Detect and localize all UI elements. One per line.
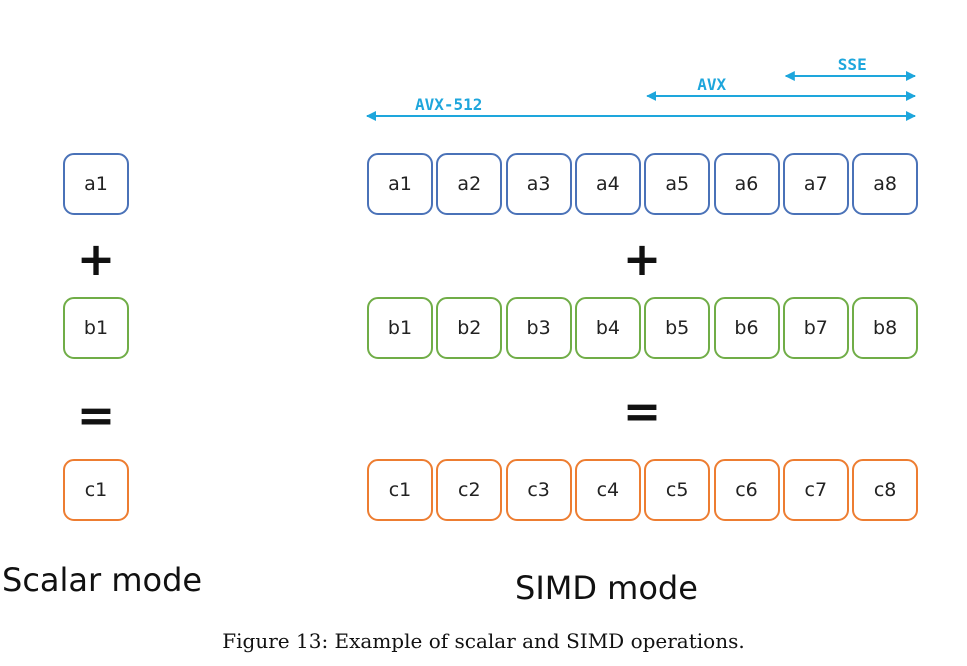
simd-c-box: c4 xyxy=(574,459,641,521)
simd-b-box: b1 xyxy=(367,297,433,359)
simd-mode-label: SIMD mode xyxy=(515,569,698,607)
simd-b-box: b8 xyxy=(852,297,919,359)
simd-a-label: a3 xyxy=(526,173,551,195)
simd-b-box: b6 xyxy=(713,297,780,359)
simd-a-box: a8 xyxy=(852,153,919,215)
scalar-mode-label: Scalar mode xyxy=(2,561,203,599)
figure-caption: Figure 13: Example of scalar and SIMD op… xyxy=(222,629,745,653)
simd-b-label: b1 xyxy=(387,317,413,339)
simd-c-label: c2 xyxy=(458,479,481,501)
simd-c-box: c3 xyxy=(505,459,572,521)
simd-a-label: a1 xyxy=(388,173,412,195)
simd-plus-sign: + xyxy=(622,232,662,286)
scalar-a-box: a1 xyxy=(63,153,129,215)
simd-c-box: c5 xyxy=(644,459,711,521)
isa-label-avx-512: AVX-512 xyxy=(415,95,482,114)
simd-a-box: a1 xyxy=(367,153,433,215)
simd-a-label: a7 xyxy=(803,173,828,195)
scalar-plus-sign: + xyxy=(76,232,116,286)
simd-c-label: c4 xyxy=(596,479,620,501)
simd-c-box: c7 xyxy=(782,459,849,521)
simd-a-box: a7 xyxy=(782,153,849,215)
simd-c-label: c5 xyxy=(665,479,689,501)
simd-b-box: b5 xyxy=(644,297,711,359)
isa-label-sse: SSE xyxy=(838,55,867,74)
simd-a-label: a4 xyxy=(596,173,620,195)
simd-b-label: b3 xyxy=(526,317,551,339)
simd-a-box: a4 xyxy=(574,153,641,215)
simd-b-label: b4 xyxy=(595,317,620,339)
simd-a-label: a5 xyxy=(665,173,690,195)
isa-width-arrows: SSE AVX AVX-512 xyxy=(366,55,916,121)
simd-b-box: b7 xyxy=(782,297,849,359)
simd-a-label: a8 xyxy=(873,173,897,195)
simd-c-label: c8 xyxy=(873,479,897,501)
simd-b-box: b4 xyxy=(574,297,641,359)
simd-c-box: c1 xyxy=(367,459,433,521)
simd-b-label: b2 xyxy=(457,317,482,339)
simd-a-box: a6 xyxy=(713,153,780,215)
isa-label-avx: AVX xyxy=(697,75,726,94)
simd-b-box: b2 xyxy=(436,297,503,359)
simd-c-box: c2 xyxy=(436,459,503,521)
simd-b-label: b6 xyxy=(734,317,759,339)
simd-c-box: c8 xyxy=(852,459,919,521)
simd-a-box: a5 xyxy=(644,153,711,215)
simd-b-box: b3 xyxy=(505,297,572,359)
scalar-b-label: b1 xyxy=(83,317,109,339)
scalar-c-box: c1 xyxy=(63,459,129,521)
simd-equals-sign: = xyxy=(622,384,662,438)
simd-c-label: c6 xyxy=(735,479,758,501)
scalar-c-label: c1 xyxy=(84,479,108,501)
scalar-equals-sign: = xyxy=(76,388,116,442)
scalar-a-label: a1 xyxy=(84,173,108,195)
simd-b-label: b7 xyxy=(803,317,828,339)
simd-c-label: c7 xyxy=(804,479,828,501)
simd-c-label: c3 xyxy=(527,479,550,501)
simd-c-box: c6 xyxy=(713,459,780,521)
simd-b-label: b5 xyxy=(665,317,690,339)
simd-a-box: a2 xyxy=(436,153,503,215)
simd-b-label: b8 xyxy=(873,317,898,339)
simd-a-box: a3 xyxy=(505,153,572,215)
simd-a-label: a2 xyxy=(457,173,482,195)
simd-c-label: c1 xyxy=(388,479,412,501)
simd-a-label: a6 xyxy=(734,173,759,195)
scalar-b-box: b1 xyxy=(63,297,129,359)
